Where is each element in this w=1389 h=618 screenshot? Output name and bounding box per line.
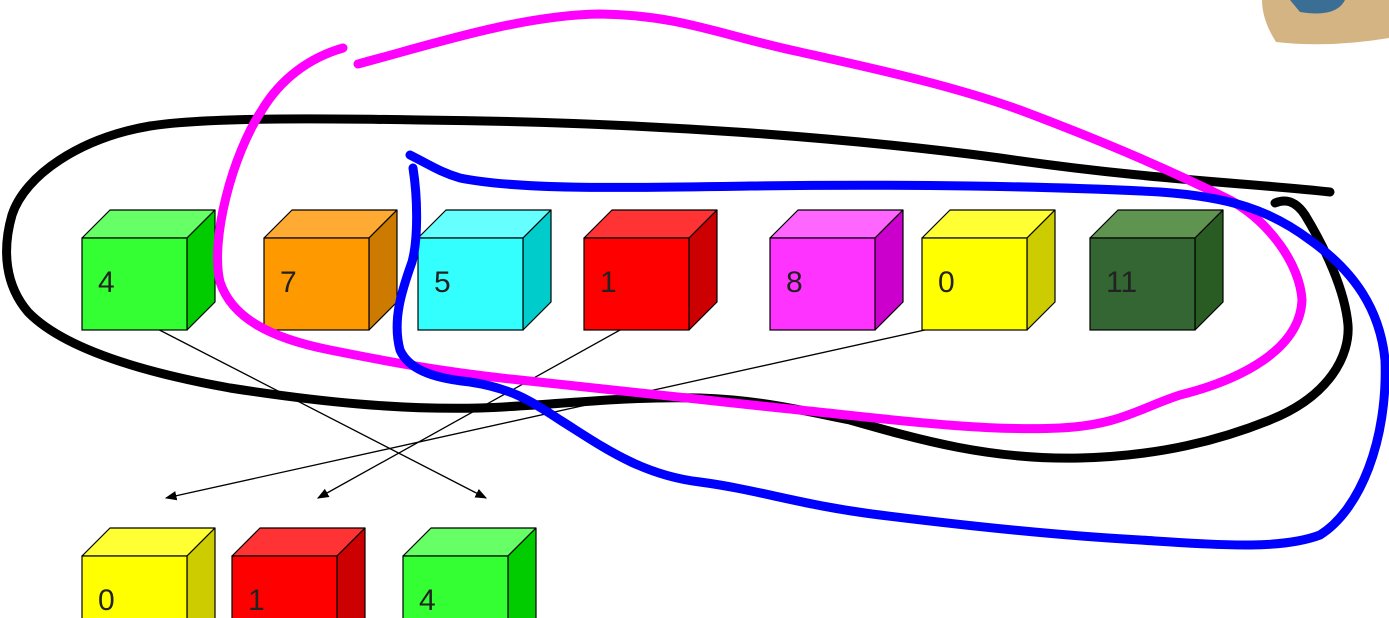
cube-front-face bbox=[231, 555, 338, 618]
magenta-loop bbox=[213, 9, 1307, 434]
cube-label: 4 bbox=[98, 266, 115, 299]
cube-front-face bbox=[263, 237, 370, 331]
cube-front-face bbox=[1089, 237, 1196, 331]
cube-11: 11 bbox=[1089, 209, 1224, 331]
arrow-0 bbox=[164, 319, 971, 501]
arrow-4 bbox=[139, 319, 488, 499]
bottom-row-cubes: 0 1 4 bbox=[81, 527, 537, 618]
cube-8: 8 bbox=[769, 209, 904, 331]
cube-0: 0 bbox=[81, 527, 216, 618]
cube-1: 1 bbox=[583, 209, 718, 331]
cube-5: 5 bbox=[417, 209, 552, 331]
cube-0: 0 bbox=[921, 209, 1056, 331]
cube-label: 0 bbox=[938, 266, 955, 299]
cube-label: 7 bbox=[280, 266, 297, 299]
loops-layer bbox=[2, 9, 1389, 550]
cube-label: 1 bbox=[248, 584, 265, 617]
cube-4: 4 bbox=[402, 527, 537, 618]
cube-front-face bbox=[417, 237, 524, 331]
blue-loop bbox=[392, 150, 1389, 550]
top-row-cubes: 4 7 5 1 8 0 11 bbox=[81, 209, 1224, 331]
arrows-layer bbox=[139, 319, 971, 501]
cube-label: 1 bbox=[600, 266, 617, 299]
cube-front-face bbox=[81, 555, 188, 618]
wooden-block-corner bbox=[1262, 0, 1389, 45]
black-loop bbox=[2, 114, 1353, 463]
cube-front-face bbox=[402, 555, 509, 618]
cube-label: 11 bbox=[1106, 266, 1137, 299]
cube-front-face bbox=[81, 237, 188, 331]
cube-label: 5 bbox=[434, 266, 451, 299]
cube-label: 8 bbox=[786, 266, 803, 299]
cube-1: 1 bbox=[231, 527, 366, 618]
cube-label: 0 bbox=[98, 584, 115, 617]
cube-front-face bbox=[583, 237, 690, 331]
cube-7: 7 bbox=[263, 209, 398, 331]
cube-label: 4 bbox=[419, 584, 436, 617]
cube-4: 4 bbox=[81, 209, 216, 331]
cube-front-face bbox=[921, 237, 1028, 331]
cube-front-face bbox=[769, 237, 876, 331]
